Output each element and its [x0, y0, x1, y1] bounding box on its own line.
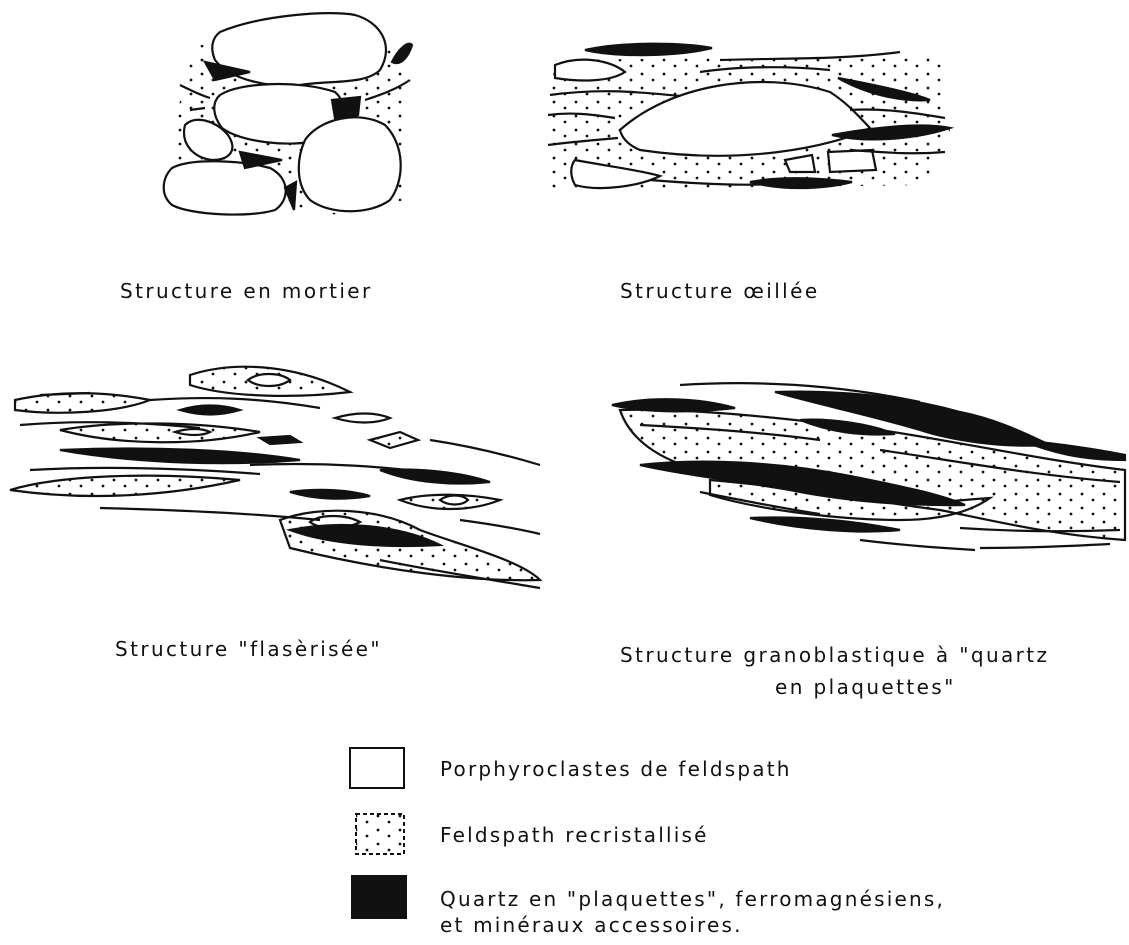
legend-label-recrystallized: Feldspath recristallisé — [440, 822, 709, 848]
caption-flaser: Structure "flasèrisée" — [115, 634, 382, 664]
augen-structure-drawing — [548, 44, 950, 190]
legend-swatch-solid — [352, 876, 406, 918]
flaser-structure-drawing — [10, 367, 540, 588]
legend-label-porphyroclasts: Porphyroclastes de feldspath — [440, 756, 792, 782]
caption-granoblastic-line1: Structure granoblastique à "quartz — [620, 640, 1049, 670]
granoblastic-structure-drawing — [612, 383, 1125, 550]
caption-augen: Structure œillée — [620, 276, 820, 306]
caption-granoblastic-line2: en plaquettes" — [775, 672, 956, 702]
caption-mortar: Structure en mortier — [120, 276, 373, 306]
mortar-structure-drawing — [164, 13, 412, 215]
legend-swatch-blank — [350, 748, 404, 788]
legend-swatch-dotted — [356, 814, 404, 854]
legend-label-quartz-line1: Quartz en "plaquettes", ferromagnésiens, — [440, 886, 945, 912]
legend-label-quartz-line2: et minéraux accessoires. — [440, 912, 743, 938]
